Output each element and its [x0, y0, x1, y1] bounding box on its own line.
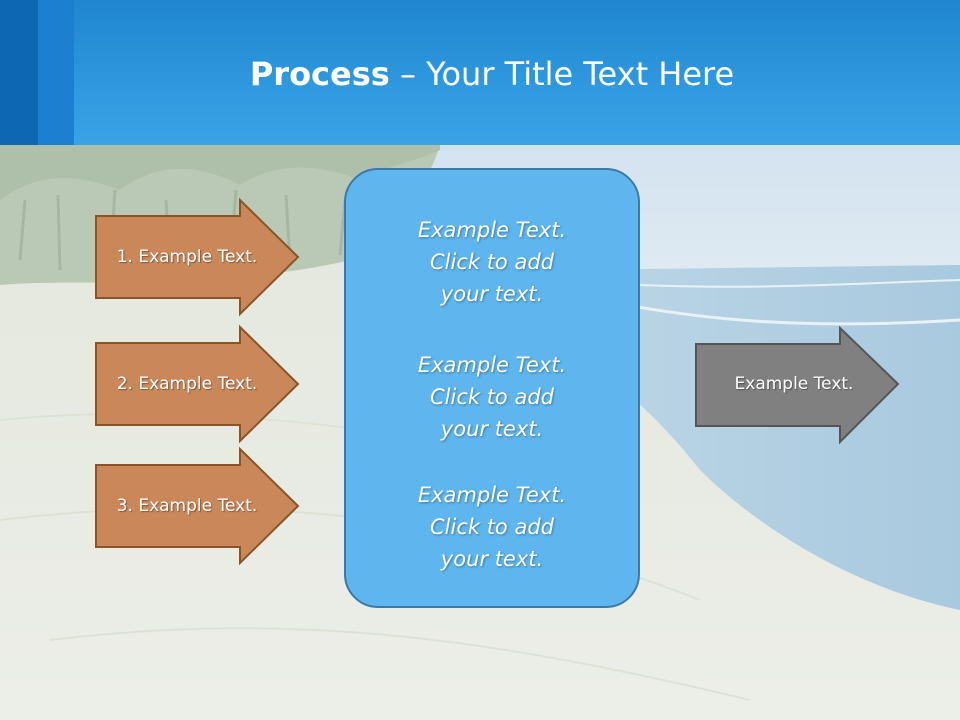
center-text-line: Example Text.: [417, 353, 567, 377]
header-accent-stripe: [0, 0, 38, 145]
center-text-line: your text.: [440, 417, 544, 441]
process-step-arrow-1[interactable]: 1. Example Text.: [95, 197, 300, 317]
process-step-arrow-2[interactable]: 2. Example Text.: [95, 324, 300, 444]
center-text-block-2[interactable]: Example Text. Click to add your text.: [346, 349, 638, 445]
center-text-block-1[interactable]: Example Text. Click to add your text.: [346, 214, 638, 310]
center-text-line: your text.: [440, 282, 544, 306]
title-bold-text: Process: [249, 55, 390, 93]
output-arrow[interactable]: Example Text.: [695, 325, 900, 445]
center-text-block-3[interactable]: Example Text. Click to add your text.: [346, 479, 638, 575]
step-label: 3. Example Text.: [116, 496, 258, 516]
center-process-box[interactable]: Example Text. Click to add your text. Ex…: [344, 168, 640, 608]
output-label: Example Text.: [734, 374, 854, 394]
center-text-line: Click to add: [429, 250, 554, 274]
center-text-line: Click to add: [429, 515, 554, 539]
step-label: 1. Example Text.: [116, 247, 258, 267]
center-text-line: Example Text.: [417, 218, 567, 242]
step-label: 2. Example Text.: [116, 374, 258, 394]
center-text-line: Example Text.: [417, 483, 567, 507]
header-accent-stripe: [38, 0, 74, 145]
center-text-line: Click to add: [429, 385, 554, 409]
center-text-line: your text.: [440, 547, 544, 571]
slide-title[interactable]: Process – Your Title Text Here: [0, 52, 960, 96]
title-text: – Your Title Text Here: [389, 55, 735, 93]
process-step-arrow-3[interactable]: 3. Example Text.: [95, 446, 300, 566]
title-bar: Process – Your Title Text Here: [0, 0, 960, 145]
